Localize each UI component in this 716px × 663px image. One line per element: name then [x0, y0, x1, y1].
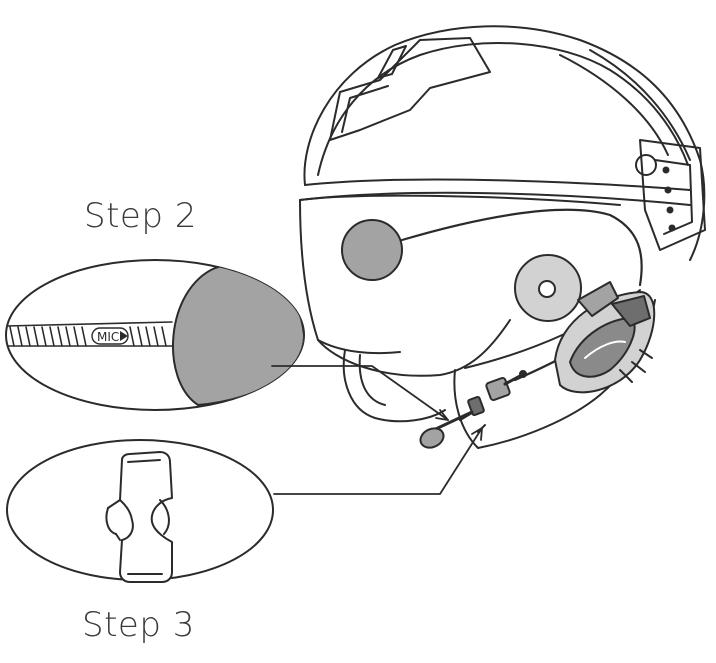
step3-callout — [6, 439, 274, 583]
step2-callout: MIC — [5, 259, 305, 411]
velcro-pad — [105, 451, 173, 583]
mic-tag-text: MIC — [97, 330, 119, 344]
intercom-unit — [554, 281, 656, 394]
visor — [299, 194, 621, 377]
leader-step3 — [273, 427, 483, 495]
speaker-cable — [400, 208, 643, 287]
speaker-left — [341, 219, 403, 281]
speaker-right — [514, 254, 582, 322]
leader-step2 — [271, 365, 449, 421]
helmet-shell — [299, 25, 706, 261]
step2-label: Step 2 — [84, 196, 197, 236]
step3-label: Step 3 — [82, 605, 195, 645]
coiled-cable — [6, 321, 173, 347]
mic-assembly — [419, 370, 527, 449]
